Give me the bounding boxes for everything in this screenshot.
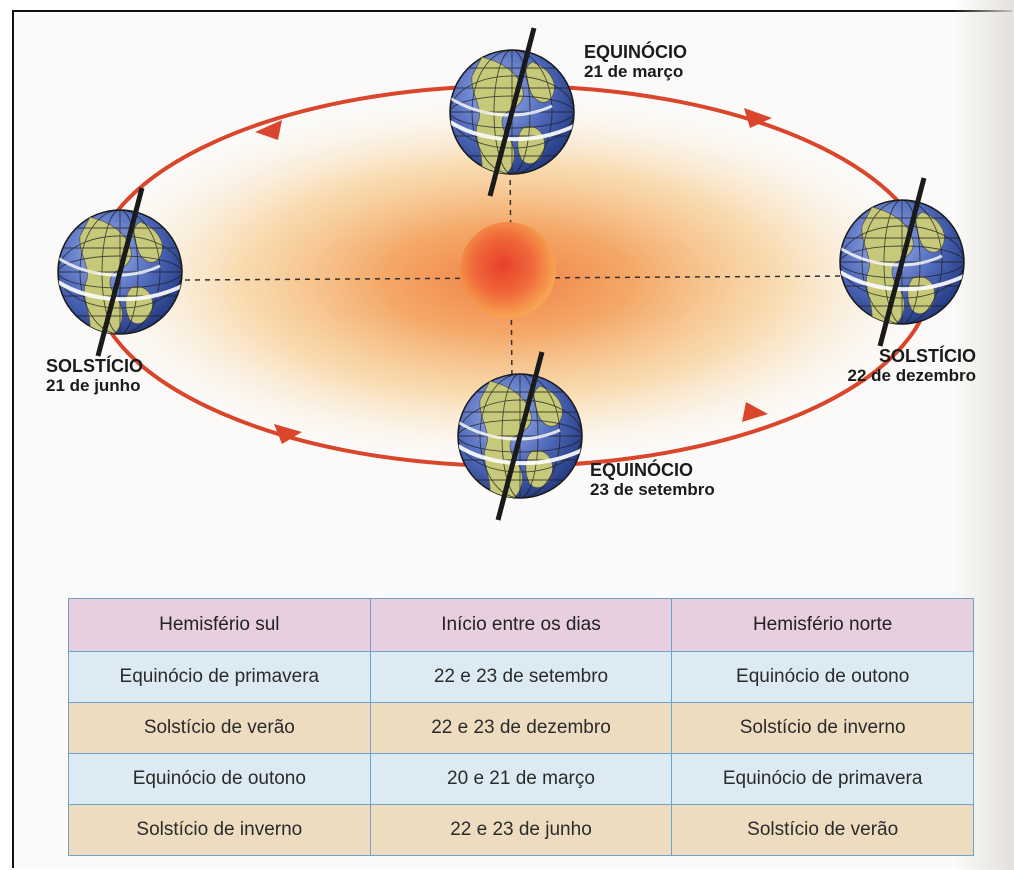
table-header-row: Hemisfério sul Início entre os dias Hemi… xyxy=(68,598,974,652)
header-southern-hemisphere: Hemisfério sul xyxy=(68,598,371,652)
table-cell: 20 e 21 de março xyxy=(369,753,673,805)
sun xyxy=(460,222,556,318)
table-cell: 22 e 23 de junho xyxy=(369,804,673,856)
orbit-diagram xyxy=(0,0,1014,560)
table-cell: Equinócio de primavera xyxy=(68,651,371,703)
orbit-arrow-top-left xyxy=(255,120,282,140)
label-date: 21 de junho xyxy=(46,376,141,395)
table-row: Equinócio de outono 20 e 21 de março Equ… xyxy=(68,753,974,805)
table-cell: Solstício de verão xyxy=(671,804,974,856)
header-start-dates: Início entre os dias xyxy=(369,598,673,652)
table-cell: 22 e 23 de dezembro xyxy=(369,702,673,754)
label-date: 23 de setembro xyxy=(590,480,715,499)
label-solstice-june: SOLSTÍCIO 21 de junho xyxy=(46,356,143,396)
label-date: 22 de dezembro xyxy=(847,366,977,385)
orbit-arrow-bottom-left xyxy=(274,424,302,444)
table-cell: Solstício de inverno xyxy=(68,804,371,856)
table-row: Solstício de verão 22 e 23 de dezembro S… xyxy=(68,702,974,754)
table-cell: 22 e 23 de setembro xyxy=(369,651,673,703)
label-date: 21 de março xyxy=(584,62,684,81)
header-northern-hemisphere: Hemisfério norte xyxy=(671,598,974,652)
label-title: EQUINÓCIO xyxy=(584,42,688,62)
label-title: EQUINÓCIO xyxy=(590,460,694,480)
label-title: SOLSTÍCIO xyxy=(878,346,976,366)
table-cell: Solstício de inverno xyxy=(671,702,974,754)
label-equinox-march: EQUINÓCIO 21 de março xyxy=(584,42,687,82)
table-cell: Solstício de verão xyxy=(68,702,371,754)
table-cell: Equinócio de outono xyxy=(68,753,371,805)
table-row: Equinócio de primavera 22 e 23 de setemb… xyxy=(68,651,974,703)
label-title: SOLSTÍCIO xyxy=(46,356,144,376)
label-solstice-december: SOLSTÍCIO 22 de dezembro xyxy=(808,346,977,386)
table-cell: Equinócio de outono xyxy=(671,651,974,703)
label-equinox-september: EQUINÓCIO 23 de setembro xyxy=(590,460,715,500)
orbit-arrow-top-right xyxy=(744,108,772,128)
seasons-table: Hemisfério sul Início entre os dias Hemi… xyxy=(68,598,974,856)
table-row: Solstício de inverno 22 e 23 de junho So… xyxy=(68,804,974,856)
table-cell: Equinócio de primavera xyxy=(671,753,974,805)
orbit-arrow-bottom-right xyxy=(742,402,768,422)
